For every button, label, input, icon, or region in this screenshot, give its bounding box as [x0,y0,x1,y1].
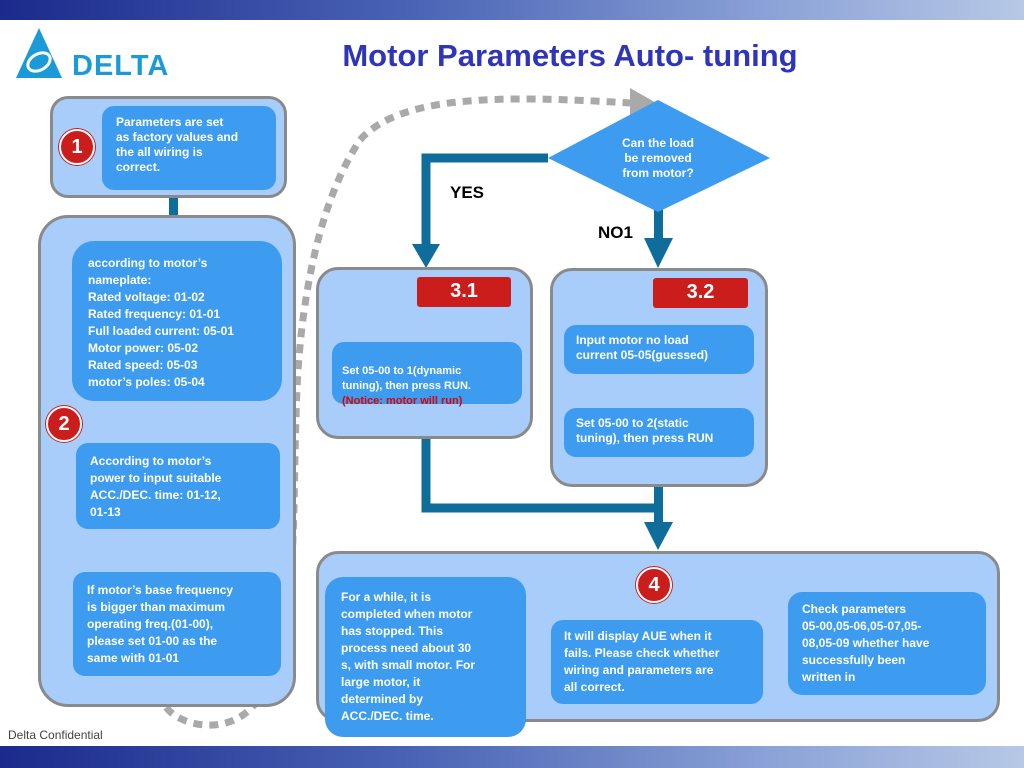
yes-arrow-path [421,153,548,248]
merge-arrow-stem [654,484,663,524]
dashed-loop-path-main [254,95,631,702]
step31-box: Set 05-00 to 1(dynamic tuning), then pre… [332,342,522,407]
step2-accel-box: According to motor’s power to input suit… [76,443,280,529]
bottom-banner [0,746,1024,768]
merge-arrow-head-icon [644,522,673,550]
yes-label: YES [450,183,485,202]
footer-confidential: Delta Confidential [8,728,103,742]
step32-tag: 3.2 [653,278,748,308]
step1-badge: 1 [59,129,95,165]
top-banner [0,0,1024,20]
no-label: NO1 [598,223,633,242]
step31-text: Set 05-00 to 1(dynamic tuning), then pre… [342,365,471,392]
merge-arrow-path [421,438,658,513]
step32-input-box: Input motor no load current 05-05(guesse… [564,325,754,374]
step4-check-box: Check parameters 05-00,05-06,05-07,05- 0… [788,592,986,695]
step2-badge: 2 [46,406,82,442]
yes-arrow-head-icon [412,244,440,268]
step4-badge: 4 [636,567,672,603]
step4-while-box: For a while, it is completed when motor … [325,577,526,737]
delta-logo: DELTA [14,26,184,84]
delta-triangle-logo-icon [16,28,62,78]
step2-base-freq-box: If motor’s base frequency is bigger than… [73,572,281,676]
dashed-loop-path [161,697,261,729]
no-arrow-stem [654,206,663,240]
page-title: Motor Parameters Auto- tuning [342,38,798,73]
step32-set-box: Set 05-00 to 2(static tuning), then pres… [564,408,754,457]
no-arrow-head-icon [644,238,673,268]
step1-box: Parameters are set as factory values and… [102,106,276,190]
decision-diamond [548,100,770,212]
step31-notice: (Notice: motor will run) [342,395,463,407]
step4-aue-box: It will display AUE when it fails. Pleas… [551,620,763,704]
decision-question: Can the load be removed from motor? [621,136,694,180]
step31-tag: 3.1 [417,277,511,307]
step2-nameplate-box: according to motor’s nameplate: Rated vo… [72,241,282,401]
logo-text: DELTA [72,50,170,82]
